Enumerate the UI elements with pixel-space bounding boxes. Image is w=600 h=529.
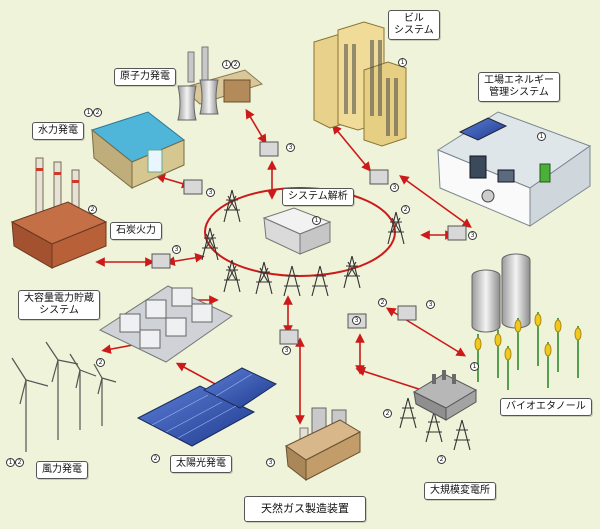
office-buildings-icon [313,21,407,147]
number-marker: 2 [378,298,387,307]
number-marker: 2 [96,358,105,367]
corn-ears [474,313,582,361]
wind-turbines-icon [11,341,117,452]
label-storage: 大容量電力貯蔵 システム [18,290,100,320]
label-factory: 工場エネルギー 管理システム [478,72,560,102]
label-hydro: 水力発電 [32,122,84,140]
number-marker: 3 [282,346,291,355]
number-marker: 3 [206,188,215,197]
number-marker: 3 [390,183,399,192]
analysis-servers-icon [262,207,332,255]
number-marker: 2 [231,60,240,69]
number-marker: 3 [426,300,435,309]
number-marker: 3 [266,458,275,467]
factory-ems-icon [436,111,592,227]
battery-storage-icon [98,285,233,363]
number-marker: 1 [398,58,407,67]
number-marker: 2 [93,108,102,117]
label-wind: 風力発電 [36,461,88,479]
number-marker: 2 [383,409,392,418]
coal-plant-icon [10,157,108,269]
number-marker: 2 [437,455,446,464]
number-marker: 1 [84,108,93,117]
label-substation: 大規模変電所 [424,482,496,500]
label-gasplant: 天然ガス製造装置 [244,496,366,522]
number-marker: 2 [88,205,97,214]
number-marker: 2 [401,205,410,214]
number-marker: 1 [470,362,479,371]
gas-plant-icon [285,407,362,482]
number-marker: 1 [312,216,321,225]
number-marker: 3 [352,316,361,325]
number-marker: 1 [537,132,546,141]
number-marker: 3 [468,231,477,240]
number-marker: 2 [15,458,24,467]
transformer-units [151,141,467,345]
number-marker: 1 [222,60,231,69]
substation-icon [412,370,478,421]
number-marker: 1 [6,458,15,467]
label-bioethanol: バイオエタノール [500,398,592,416]
label-nuclear: 原子力発電 [114,68,176,86]
bioethanol-silos-icon [471,253,531,333]
transmission-towers [201,189,471,451]
label-coal: 石炭火力 [110,222,162,240]
solar-panels-icon [136,367,278,447]
number-marker: 3 [172,245,181,254]
nuclear-plant-icon [177,46,264,121]
label-solar: 太陽光発電 [170,455,232,473]
hydro-dam-icon [90,111,185,190]
number-marker: 2 [151,454,160,463]
number-marker: 3 [286,143,295,152]
label-analysis: システム解析 [282,188,354,206]
label-building: ビル システム [388,10,440,40]
